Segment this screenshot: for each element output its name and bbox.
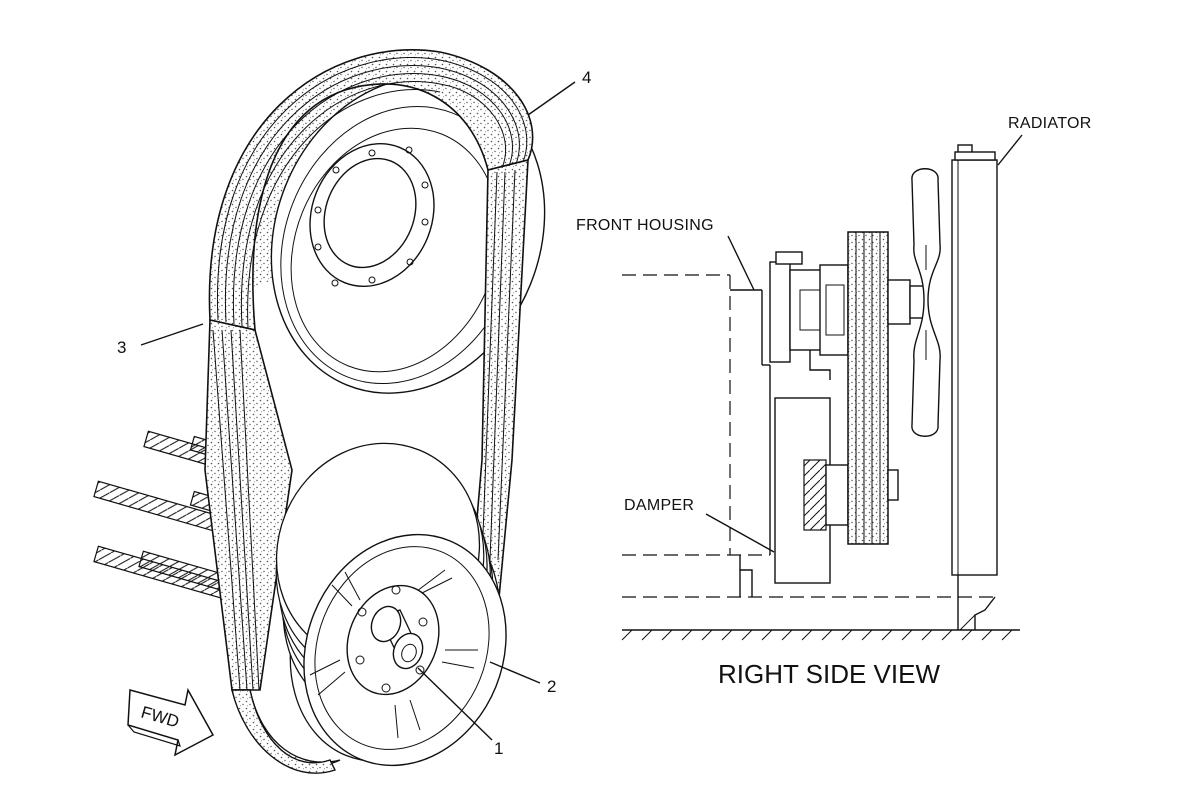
leader-damper (705, 513, 775, 553)
radiator-label: RADIATOR (1008, 115, 1092, 132)
fan-blade (911, 168, 941, 437)
bolt-holes (314, 146, 429, 287)
callout-1: 1 (494, 739, 503, 758)
engine-outline (622, 274, 995, 598)
damper (774, 397, 849, 584)
callout-2: 2 (547, 677, 556, 696)
leader-3 (140, 323, 204, 346)
ground-line (621, 629, 1020, 641)
damper-label: DAMPER (624, 497, 694, 514)
leader-radiator (997, 134, 1023, 166)
crankshaft-hub (370, 605, 424, 670)
side-fan-pulley (847, 231, 927, 545)
front-housing-label: FRONT HOUSING (576, 217, 714, 234)
view-title: RIGHT SIDE VIEW (718, 659, 940, 689)
crankshaft-pulley (275, 442, 507, 767)
leader-1 (417, 667, 493, 741)
callout-4: 4 (582, 68, 591, 87)
leader-4 (527, 81, 576, 116)
leader-front-housing (727, 235, 755, 291)
fan-drive-pulley (270, 76, 546, 394)
isometric-belt-drive: FWD 3 4 2 1 (93, 49, 591, 774)
v-belt (204, 49, 534, 691)
callout-3: 3 (117, 338, 126, 357)
leader-2 (489, 661, 541, 684)
radiator (951, 144, 998, 631)
right-side-view: RADIATOR FRONT HOUSING DAMPER RIGHT SIDE… (576, 115, 1092, 689)
forward-arrow: FWD (127, 687, 215, 757)
front-housing (769, 251, 849, 380)
